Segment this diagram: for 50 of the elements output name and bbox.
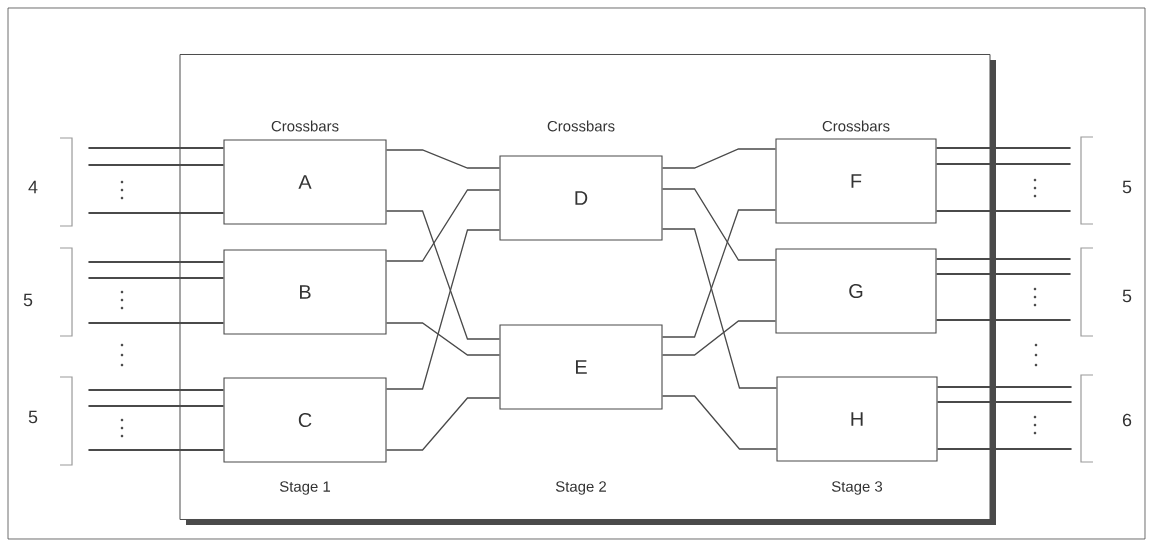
input-line xyxy=(87,449,225,451)
output-line xyxy=(935,163,1072,165)
input-line xyxy=(87,147,225,149)
input-line xyxy=(87,164,225,166)
input-line xyxy=(87,322,225,324)
bracket-count: 5 xyxy=(1122,289,1132,303)
connection-line xyxy=(385,149,501,169)
connection-line xyxy=(661,188,777,261)
output-line xyxy=(935,258,1072,260)
crossbar-box: H xyxy=(776,376,938,462)
column-heading: Crossbars xyxy=(271,120,339,132)
output-line xyxy=(935,273,1072,275)
column-heading: Crossbars xyxy=(547,120,615,132)
connection-line xyxy=(661,395,778,450)
connection-line xyxy=(661,228,778,389)
bracket-count: 5 xyxy=(23,293,33,307)
input-line xyxy=(87,212,225,214)
output-line xyxy=(935,210,1072,212)
crossbar-box: E xyxy=(499,324,663,410)
bracket-count: 4 xyxy=(28,180,38,194)
input-line xyxy=(87,405,225,407)
crossbar-box: F xyxy=(775,138,937,224)
crossbar-box: B xyxy=(223,249,387,335)
crossbar-box: C xyxy=(223,377,387,463)
connection-line xyxy=(385,210,501,340)
bracket-count: 5 xyxy=(28,410,38,424)
output-line xyxy=(936,448,1073,450)
stage-label: Stage 3 xyxy=(831,481,883,495)
stage-label: Stage 1 xyxy=(279,481,330,495)
crossbar-box: G xyxy=(775,248,937,334)
bracket-count: 6 xyxy=(1122,413,1132,427)
connection-line xyxy=(385,397,501,451)
bracket-count: 5 xyxy=(1122,180,1132,194)
connection-line xyxy=(661,148,777,169)
output-line xyxy=(936,386,1073,388)
connection-line xyxy=(385,322,501,356)
output-line xyxy=(936,401,1073,403)
crossbar-box: A xyxy=(223,139,387,225)
connection-line xyxy=(661,209,777,338)
stage-label: Stage 2 xyxy=(555,481,606,495)
output-line xyxy=(935,147,1072,149)
connection-line xyxy=(385,189,501,262)
crossbar-box: D xyxy=(499,155,663,241)
input-line xyxy=(87,389,225,391)
input-line xyxy=(87,261,225,263)
connection-line xyxy=(385,229,501,390)
output-line xyxy=(935,319,1072,321)
column-heading: Crossbars xyxy=(822,120,890,132)
input-line xyxy=(87,277,225,279)
connection-line xyxy=(661,320,777,356)
